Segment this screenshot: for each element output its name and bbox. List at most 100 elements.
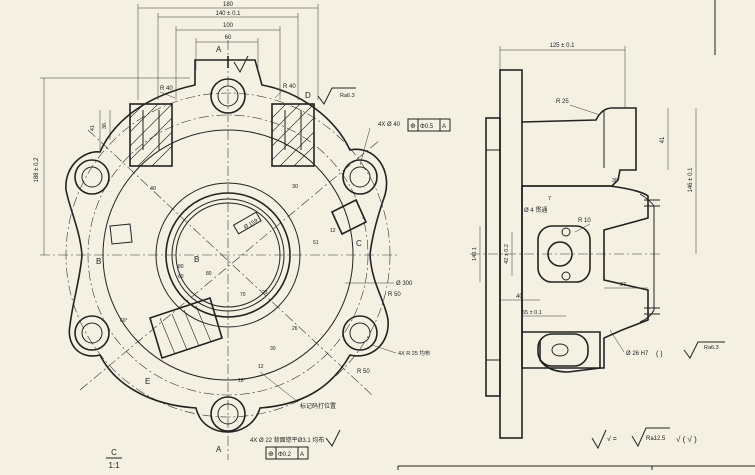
tol-top-ref: A bbox=[442, 124, 446, 130]
dim-12b: 12 bbox=[258, 364, 264, 370]
side-view: 125 ± 0.1 R 25 41 146 ± 0.1 140.1 42 ± 0… bbox=[470, 43, 725, 439]
tol-bottom-symbol: ⊕ bbox=[268, 451, 274, 458]
side-dim-41: 41 bbox=[660, 136, 666, 143]
side-dim-146: 146 ± 0.1 bbox=[688, 167, 694, 193]
bolt-hole-top bbox=[210, 78, 246, 114]
bolt-hole-lower-right bbox=[342, 315, 378, 351]
dim-51: 51 bbox=[313, 240, 319, 246]
side-lower-slot bbox=[537, 333, 589, 367]
dim-12: 12 bbox=[330, 228, 336, 234]
legend-ra: Ra12.5 bbox=[646, 436, 666, 442]
dim-100: 100 bbox=[223, 23, 234, 29]
leader-side-r10 bbox=[574, 223, 591, 233]
hole-callout-4x40: 4X Ø 40 bbox=[378, 122, 401, 128]
bore-box bbox=[232, 211, 262, 235]
side-dim-125: 125 ± 0.1 bbox=[550, 43, 576, 49]
side-roughness-symbol bbox=[683, 341, 725, 359]
view-label-c: C bbox=[111, 448, 117, 457]
legend-symbol-2 bbox=[631, 427, 670, 448]
diagonal-centerline-2 bbox=[79, 139, 381, 391]
right-hatched-boss bbox=[271, 103, 315, 167]
tol-bottom-ref: A bbox=[300, 452, 304, 458]
section-a-bottom: A bbox=[216, 445, 222, 454]
section-e: E bbox=[145, 377, 150, 386]
dim-188: 188 ± 0.2 bbox=[34, 157, 40, 183]
dim-r50-mid: R 50 bbox=[388, 292, 401, 298]
flange-outline bbox=[65, 59, 389, 433]
side-roughness: Ra6.3 bbox=[704, 345, 719, 351]
leader-marking bbox=[259, 371, 299, 403]
central-bore-outer bbox=[165, 192, 291, 318]
dim-30: 30 bbox=[292, 184, 298, 190]
side-dim-r25: R 25 bbox=[556, 99, 569, 105]
top-dimensions bbox=[137, 4, 319, 100]
dim-80: 80 bbox=[178, 264, 184, 270]
leader-r40-left bbox=[159, 91, 176, 99]
marking-position-note: 标记码打位置 bbox=[300, 402, 336, 410]
side-main-body bbox=[521, 185, 649, 369]
dim-r40-right: R 40 bbox=[283, 84, 296, 90]
side-dim-42: 42 ± 0.2 bbox=[504, 244, 510, 264]
bolt-hole-lower-left bbox=[74, 315, 110, 351]
side-dim-65: 65 ± 0.1 bbox=[522, 310, 542, 316]
central-bore-inner bbox=[171, 198, 285, 312]
dim-r50-low: R 50 bbox=[357, 369, 370, 375]
section-b-center: B bbox=[194, 255, 199, 264]
lower-left-hatched-slot bbox=[149, 296, 223, 360]
dim-60: 60 bbox=[225, 35, 232, 41]
left-hatched-boss bbox=[129, 103, 173, 167]
leader-4x40 bbox=[359, 127, 371, 166]
dim-36: 36 bbox=[102, 123, 108, 129]
dim-26: 26 bbox=[292, 326, 298, 332]
tol-top-symbol: ⊕ bbox=[410, 123, 416, 130]
side-paren-symbol: ( ) bbox=[656, 351, 663, 358]
legend-sym2: √ ( √ ) bbox=[676, 435, 697, 444]
bolt-hole-bottom bbox=[210, 396, 246, 432]
side-pin-hole-top bbox=[561, 227, 571, 237]
side-lower-hole bbox=[551, 343, 569, 357]
tol-top-value: Φ0.5 bbox=[420, 124, 434, 130]
roughness-top: Ra6.3 bbox=[340, 93, 355, 99]
side-dim-27: 27 bbox=[620, 282, 626, 288]
side-upper-arm bbox=[521, 107, 637, 187]
dim-bore: Ø 159 bbox=[243, 218, 259, 231]
legend-sym1: √ = bbox=[607, 435, 617, 443]
section-c: C bbox=[356, 239, 362, 248]
side-pin-hole-bottom bbox=[561, 271, 571, 281]
section-b-left: B bbox=[96, 257, 101, 266]
dim-23: 23 bbox=[262, 290, 268, 296]
central-boss bbox=[155, 182, 301, 328]
tol-bottom-value: Φ0.2 bbox=[278, 452, 292, 458]
dim-40: 40 bbox=[150, 186, 156, 192]
bolt-hole-upper-left bbox=[74, 159, 110, 195]
tolerance-frame-bottom bbox=[265, 446, 309, 460]
side-flange-plate bbox=[485, 117, 501, 397]
dim-ang60: 60° bbox=[120, 318, 128, 324]
dim-60-inner: 60 bbox=[178, 274, 184, 280]
leader-side-r25 bbox=[569, 104, 601, 116]
front-view: 180 140 ± 0.1 100 60 188 ± 0.2 41 36 R 4… bbox=[34, 2, 451, 470]
central-bore-thread bbox=[175, 202, 281, 308]
dim-80b: 80 bbox=[206, 271, 212, 277]
leader-r25 bbox=[371, 344, 397, 354]
hidden-inner-circle bbox=[87, 114, 369, 396]
side-dim-30deg: 30° bbox=[612, 178, 620, 184]
side-dim-140: 140.1 bbox=[472, 247, 478, 261]
dim-r40-left: R 40 bbox=[160, 86, 173, 92]
side-dim-r10: R 10 bbox=[578, 218, 591, 224]
dim-30b: 30 bbox=[270, 346, 276, 352]
side-cross-bore bbox=[537, 225, 591, 283]
diagonal-centerline-1 bbox=[87, 129, 373, 396]
bolt-hole-upper-right bbox=[342, 159, 378, 195]
view-scale: 1:1 bbox=[108, 461, 120, 470]
bolt-circle bbox=[65, 92, 391, 418]
side-thread-edge bbox=[639, 193, 655, 323]
surface-legend: √ = Ra12.5 √ ( √ ) bbox=[591, 427, 697, 450]
roughness-symbol-top bbox=[317, 87, 356, 105]
dim-18: 18° bbox=[238, 378, 246, 384]
roughness-symbol-bottom bbox=[325, 429, 341, 447]
legend-symbol-1 bbox=[591, 429, 607, 450]
side-dim-7: 7 bbox=[548, 196, 551, 202]
